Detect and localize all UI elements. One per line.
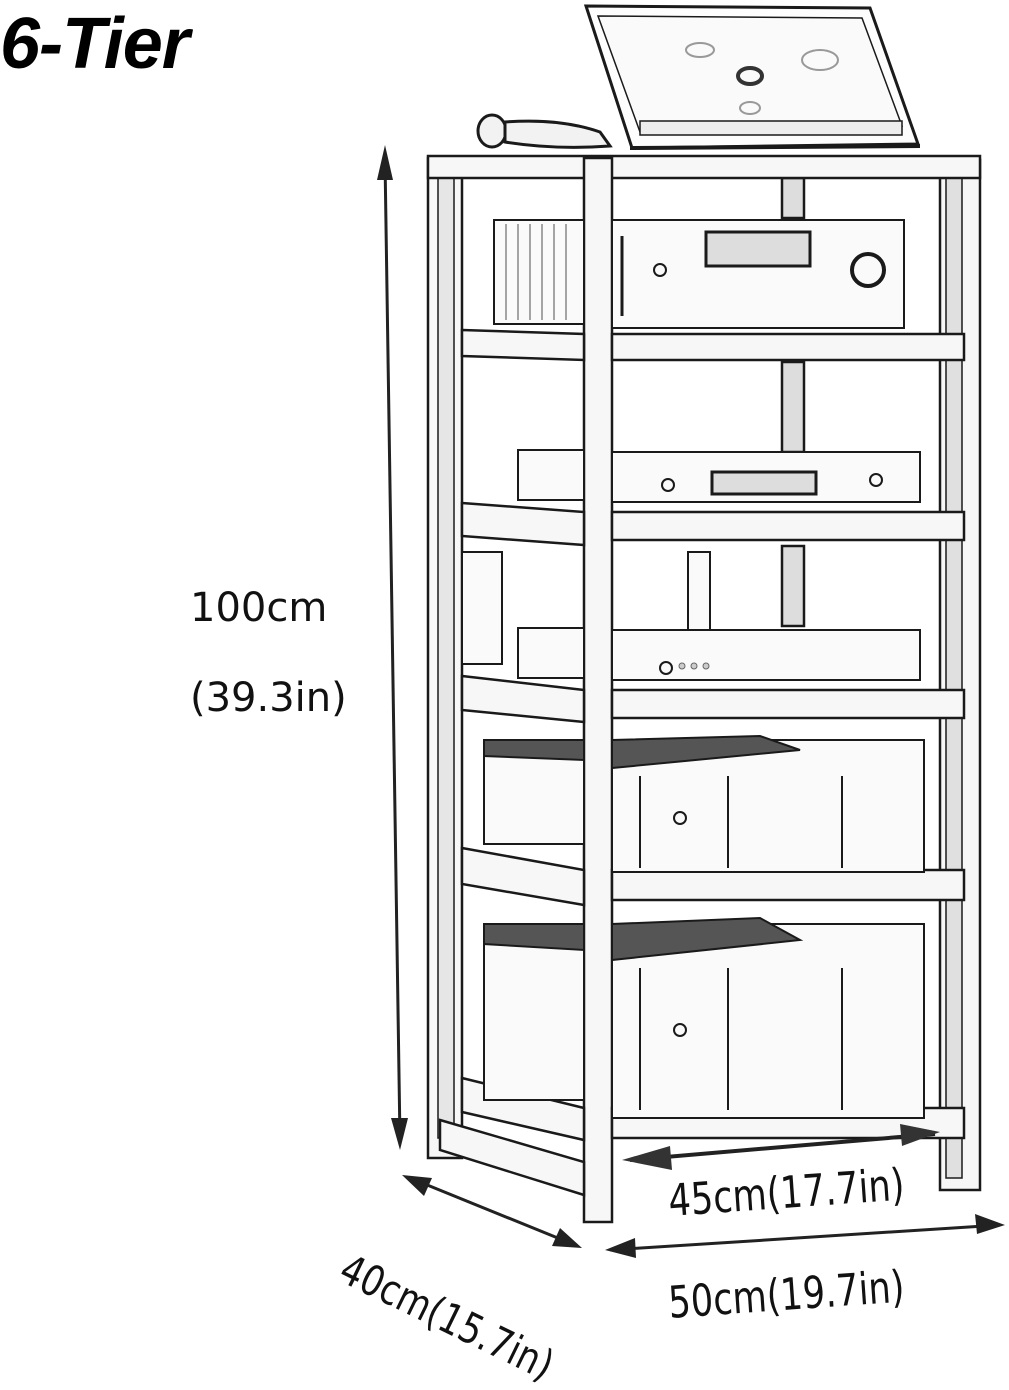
height-in-label: (39.3in): [190, 675, 347, 721]
power-amplifier-icon: [483, 916, 925, 1119]
product-title: 6-Tier: [0, 4, 190, 84]
av-receiver-icon: [493, 219, 905, 329]
laptop-icon: [583, 4, 921, 150]
inner-width-arrow: [622, 1124, 940, 1170]
height-arrow: [377, 145, 408, 1150]
height-cm-label: 100cm: [190, 585, 328, 631]
microphone-icon: [476, 113, 613, 149]
preamp-icon: [461, 551, 921, 681]
depth-arrow: [402, 1175, 582, 1248]
cd-player-icon: [517, 449, 921, 503]
rack-drawing: [377, 4, 1005, 1258]
power-amplifier-icon: [483, 734, 925, 873]
width-arrow: [605, 1214, 1005, 1258]
